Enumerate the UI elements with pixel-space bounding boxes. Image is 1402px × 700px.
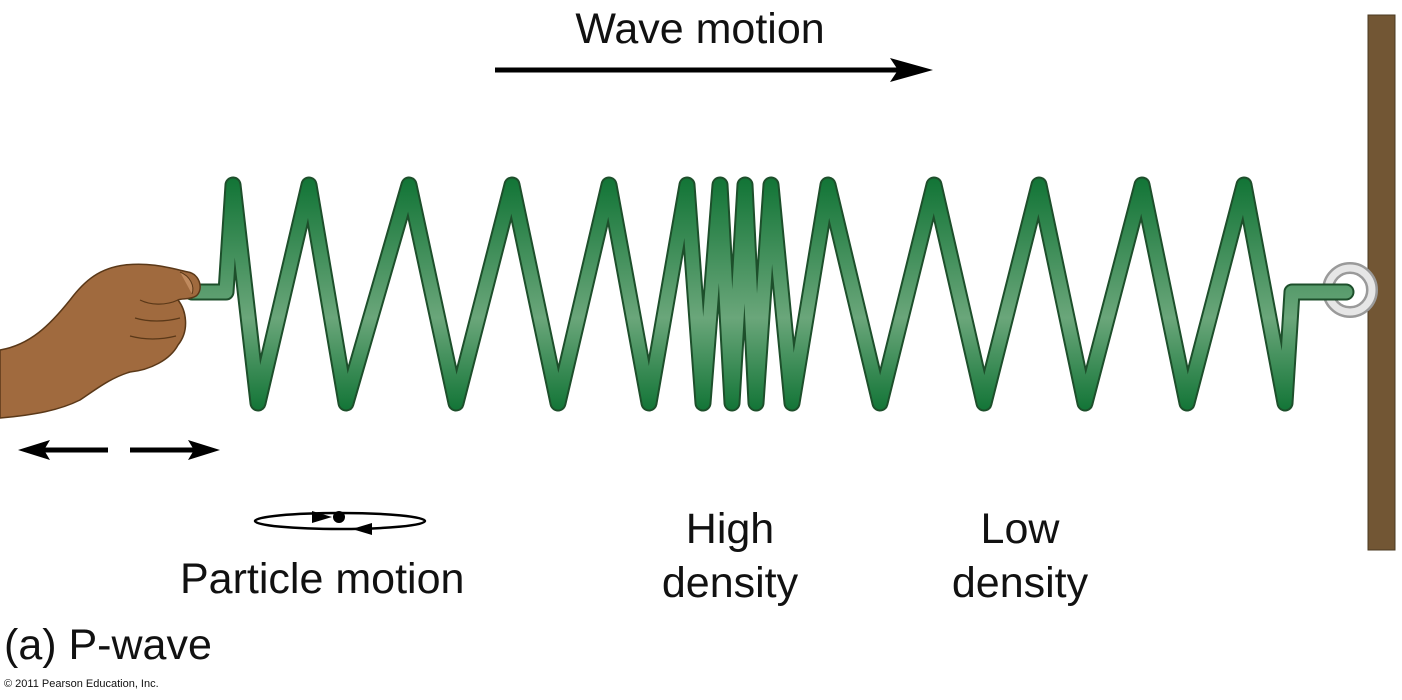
copyright: © 2011 Pearson Education, Inc. — [4, 678, 159, 690]
hand-icon — [0, 263, 201, 419]
low-density-label-line1: Low — [980, 505, 1060, 553]
figure-caption: (a) P-wave — [4, 621, 212, 669]
particle-motion-icon — [253, 511, 427, 535]
high-density-label-line1: High — [685, 505, 775, 553]
low-density-label-line2: density — [951, 559, 1089, 607]
particle-motion-label: Particle motion — [180, 555, 465, 603]
wave-motion-arrow — [495, 58, 933, 82]
high-density-label-line2: density — [661, 559, 799, 607]
spring — [183, 176, 1355, 412]
hand-motion-arrows — [18, 440, 220, 460]
wave-motion-label: Wave motion — [575, 5, 825, 53]
